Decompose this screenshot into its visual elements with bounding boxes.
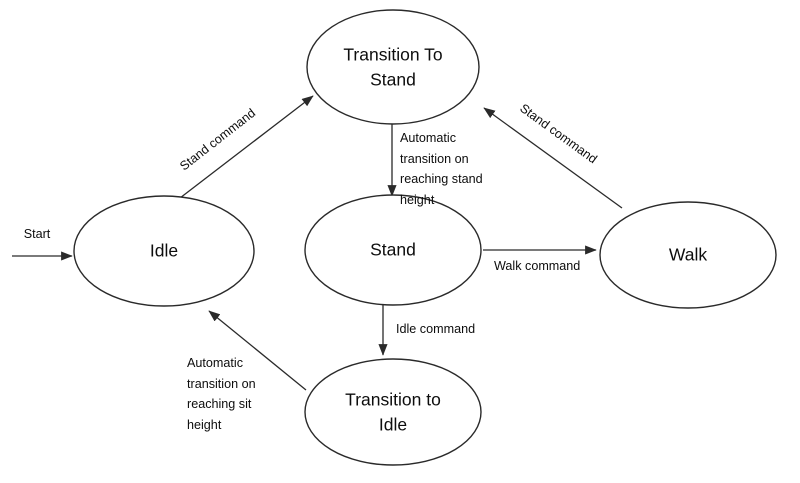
edge-label-automatic-transition-sit: Automatic transition on reaching sit hei… [187, 356, 256, 432]
node-idle-label: Idle [150, 241, 178, 261]
node-transition-to-stand-label-line2: Stand [370, 70, 416, 90]
node-stand-shape[interactable] [304, 194, 482, 306]
node-idle[interactable]: Idle [73, 195, 255, 307]
node-idle-shape[interactable] [73, 195, 255, 307]
edge-stand-to-transition-to-idle: Idle command [378, 305, 475, 356]
node-stand[interactable]: Stand [304, 194, 482, 306]
edge-label-automatic-transition-stand: Automatic transition on reaching stand h… [400, 131, 483, 207]
node-transition-to-idle[interactable]: Transition to Idle [304, 358, 482, 466]
edge-stand-to-walk: Walk command [483, 245, 597, 273]
node-transition-to-stand-label-line1: Transition To [343, 45, 442, 65]
node-walk[interactable]: Walk [599, 201, 777, 309]
edge-walk-to-transition-to-stand: Stand command [483, 101, 623, 209]
node-transition-to-idle-label-line2: Idle [379, 415, 407, 435]
edge-label-walk-command: Walk command [494, 259, 580, 273]
node-transition-to-stand[interactable]: Transition To Stand [306, 9, 480, 125]
node-stand-label: Stand [370, 240, 416, 260]
node-walk-label: Walk [669, 245, 707, 265]
node-transition-to-idle-shape[interactable] [304, 358, 482, 466]
start-label: Start [24, 227, 51, 241]
node-transition-to-stand-shape[interactable] [306, 9, 480, 125]
edge-label-idle-command: Idle command [396, 322, 475, 336]
edge-transition-to-idle-to-idle [208, 310, 307, 391]
edge-label-stand-command-right: Stand command [517, 101, 599, 166]
edge-label-stand-command-left: Stand command [177, 106, 258, 173]
node-transition-to-idle-label-line1: Transition to [345, 390, 441, 410]
node-walk-shape[interactable] [599, 201, 777, 309]
edge-idle-to-transition-to-stand: Stand command [177, 95, 314, 199]
edge-start-to-idle: Start [12, 227, 73, 261]
